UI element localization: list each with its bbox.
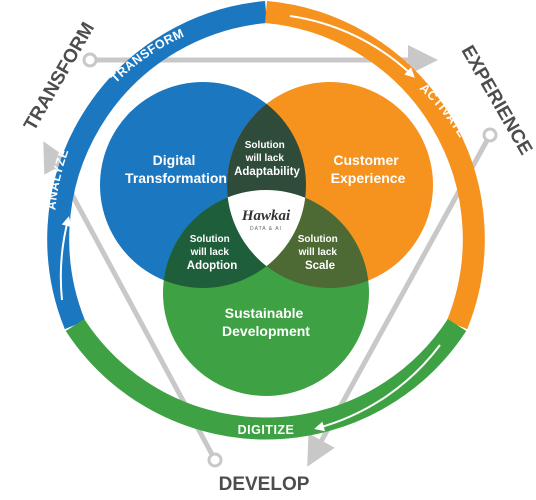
outer-label-develop: DEVELOP <box>219 474 310 495</box>
lens-scale-line1: Solution <box>298 234 338 245</box>
label-sustainable-development: Sustainable Development <box>222 305 310 339</box>
logo-name: Hawkai <box>241 208 291 224</box>
outer-label-experience: EXPERIENCE <box>457 42 536 159</box>
ring-segment-blue <box>47 1 267 330</box>
outer-ring <box>47 1 485 440</box>
logo-tagline: DATA & AI <box>250 226 282 232</box>
lens-adoption-line2: will lack <box>190 247 230 258</box>
label-sustainable-line2: Development <box>222 323 310 339</box>
lens-scale <box>227 190 369 288</box>
label-digital-transformation: Digital Transformation <box>125 152 227 186</box>
node-transform <box>82 52 98 68</box>
lens-scale-line2: will lack <box>298 247 338 258</box>
ring-flow-arrow-bottom <box>314 344 441 432</box>
hawkai-logo: Hawkai DATA & AI <box>241 208 291 232</box>
ring-segment-orange <box>265 1 485 330</box>
lens-adoption-line3: Adoption <box>187 260 237 272</box>
ring-label-transform: TRANSFORM <box>108 26 186 86</box>
ring-label-digitize: DIGITIZE <box>238 423 295 437</box>
lens-adaptability-line3: Adaptability <box>234 166 300 178</box>
lens-adaptability-line2: will lack <box>245 153 285 164</box>
label-lens-scale: Solution will lack Scale <box>298 229 343 272</box>
venn-circles <box>100 82 433 396</box>
label-lens-adoption: Solution will lack Adoption <box>187 229 237 272</box>
label-sustainable-line1: Sustainable <box>225 305 304 321</box>
node-experience <box>482 127 498 143</box>
ring-flow-arrow-left <box>59 216 72 301</box>
lens-adaptability-line1: Solution <box>245 140 285 151</box>
label-customer-line1: Customer <box>333 152 399 168</box>
label-customer-line2: Experience <box>331 170 406 186</box>
label-lens-adaptability: Solution will lack Adaptability <box>234 135 300 178</box>
node-develop <box>207 452 223 468</box>
label-customer-experience: Customer Experience <box>331 152 406 186</box>
label-digital-line1: Digital <box>153 152 196 168</box>
label-digital-line2: Transformation <box>125 170 227 186</box>
lens-adoption-line1: Solution <box>190 234 230 245</box>
ring-flow-arrow-top <box>289 15 415 78</box>
lens-adoption <box>163 190 306 288</box>
lens-scale-line3: Scale <box>305 260 335 272</box>
